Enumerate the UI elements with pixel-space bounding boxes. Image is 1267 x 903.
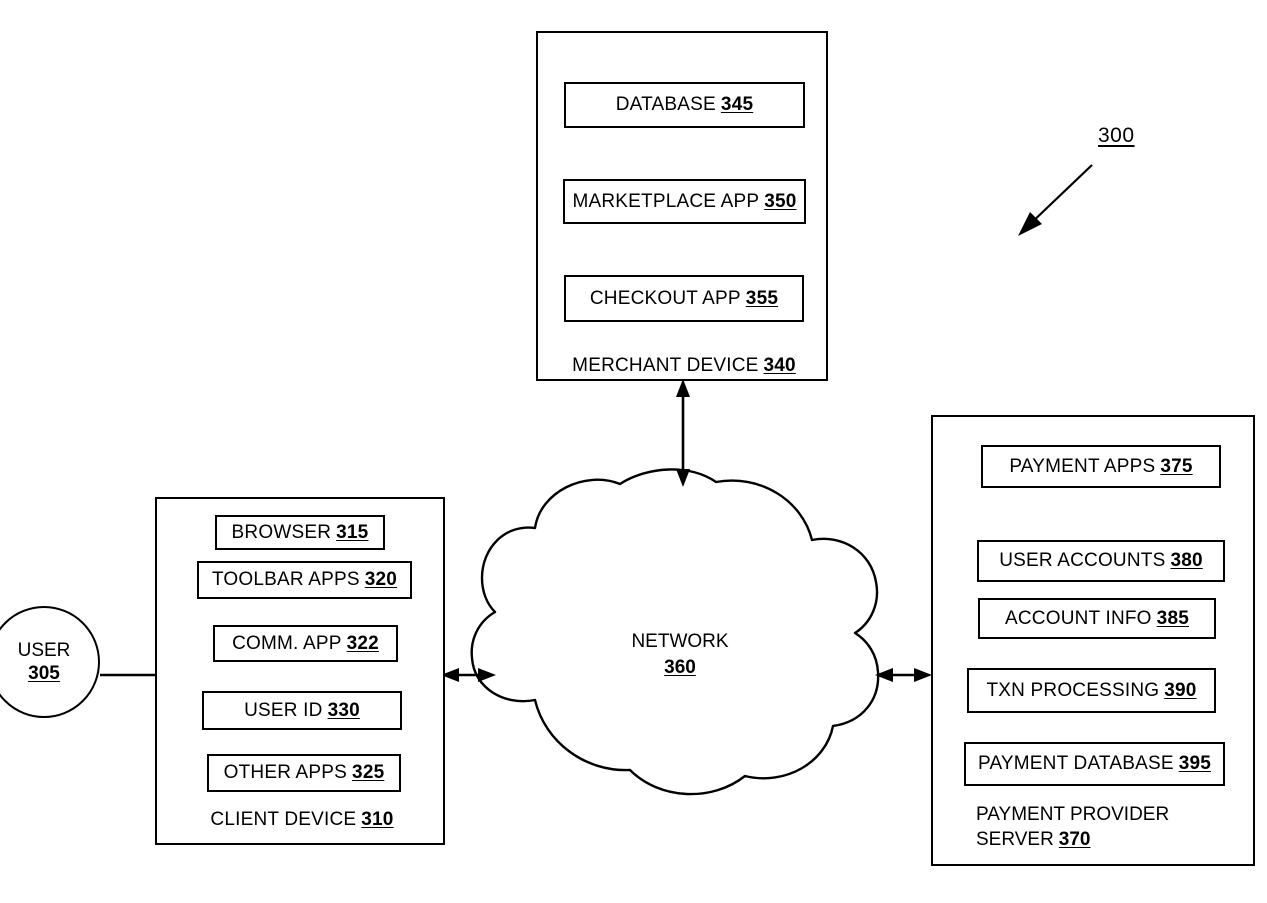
merchant-component-checkout-app-label: CHECKOUT APP — [589, 287, 741, 309]
client-component-toolbar-apps-ref: 320 — [364, 569, 398, 590]
network-ref: 360 — [664, 657, 696, 678]
client-component-toolbar-apps-label: TOOLBAR APPS — [211, 569, 360, 590]
payment-component-payment-database-ref: 395 — [1178, 753, 1212, 774]
client-component-user-id-label: USER ID — [244, 699, 323, 721]
network-cloud-caption: NETWORK 360 — [600, 629, 760, 681]
payment-component-account-info-ref: 385 — [1156, 607, 1189, 629]
payment-component-txn-processing-label: TXN PROCESSING — [986, 679, 1160, 701]
payment-component-user-accounts-label: USER ACCOUNTS — [999, 550, 1166, 571]
merchant-component-checkout-app[interactable]: CHECKOUT APP 355 — [564, 275, 804, 322]
client-component-browser-ref: 315 — [336, 521, 369, 543]
merchant-component-marketplace-app[interactable]: MARKETPLACE APP 350 — [563, 179, 806, 224]
client-component-comm-app-label: COMM. APP — [232, 632, 342, 654]
figure-number-label: 300 — [1098, 124, 1135, 147]
payment-provider-server-caption-line2: SERVER — [976, 829, 1054, 850]
merchant-component-database-ref: 345 — [720, 94, 754, 115]
merchant-device-caption-label: MERCHANT DEVICE — [572, 355, 759, 376]
merchant-component-checkout-app-ref: 355 — [745, 287, 779, 309]
payment-component-payment-database[interactable]: PAYMENT DATABASE 395 — [964, 742, 1225, 786]
merchant-component-marketplace-app-ref: 350 — [764, 190, 797, 212]
payment-provider-server-panel: PAYMENT APPS 375 USER ACCOUNTS 380 ACCOU… — [931, 415, 1255, 866]
network-label: NETWORK — [631, 631, 729, 652]
payment-component-txn-processing[interactable]: TXN PROCESSING 390 — [967, 668, 1216, 713]
payment-component-payment-database-label: PAYMENT DATABASE — [977, 753, 1174, 774]
figure-number-leader-arrow — [1018, 164, 1093, 236]
user-ref: 305 — [28, 663, 60, 684]
client-component-user-id[interactable]: USER ID 330 — [202, 691, 402, 730]
user-entity: USER 305 — [0, 606, 100, 718]
payment-component-payment-apps-label: PAYMENT APPS — [1009, 455, 1156, 477]
connector-network-to-payment-server — [875, 668, 932, 682]
merchant-device-caption-ref: 340 — [763, 355, 796, 376]
client-component-other-apps-ref: 325 — [352, 762, 385, 783]
client-component-other-apps-label: OTHER APPS — [223, 762, 348, 783]
client-component-browser[interactable]: BROWSER 315 — [215, 515, 385, 550]
merchant-component-database-label: DATABASE — [615, 94, 716, 115]
payment-component-txn-processing-ref: 390 — [1164, 679, 1197, 701]
payment-component-user-accounts[interactable]: USER ACCOUNTS 380 — [977, 540, 1225, 582]
client-component-comm-app[interactable]: COMM. APP 322 — [213, 625, 398, 662]
payment-provider-server-caption-ref: 370 — [1058, 829, 1091, 850]
payment-component-user-accounts-ref: 380 — [1170, 550, 1203, 571]
payment-component-account-info[interactable]: ACCOUNT INFO 385 — [978, 598, 1216, 639]
client-component-user-id-ref: 330 — [327, 699, 360, 721]
client-component-browser-label: BROWSER — [231, 521, 332, 543]
client-device-caption-ref: 310 — [361, 809, 394, 830]
payment-component-payment-apps[interactable]: PAYMENT APPS 375 — [981, 445, 1221, 488]
connector-client-to-network — [441, 668, 496, 682]
client-component-other-apps[interactable]: OTHER APPS 325 — [207, 754, 401, 792]
merchant-component-database[interactable]: DATABASE 345 — [564, 82, 805, 128]
client-device-caption-label: CLIENT DEVICE — [210, 809, 357, 830]
merchant-component-marketplace-app-label: MARKETPLACE APP — [572, 190, 760, 212]
client-component-comm-app-ref: 322 — [346, 632, 379, 654]
payment-component-payment-apps-ref: 375 — [1160, 455, 1193, 477]
user-label: USER — [17, 640, 71, 661]
connector-merchant-to-network — [676, 379, 690, 487]
client-component-toolbar-apps[interactable]: TOOLBAR APPS 320 — [197, 561, 412, 599]
payment-component-account-info-label: ACCOUNT INFO — [1005, 607, 1152, 629]
merchant-device-panel: DATABASE 345 MARKETPLACE APP 350 CHECKOU… — [536, 31, 828, 381]
payment-provider-server-caption-line1: PAYMENT PROVIDER — [976, 804, 1170, 825]
client-device-panel: BROWSER 315 TOOLBAR APPS 320 COMM. APP 3… — [155, 497, 445, 845]
